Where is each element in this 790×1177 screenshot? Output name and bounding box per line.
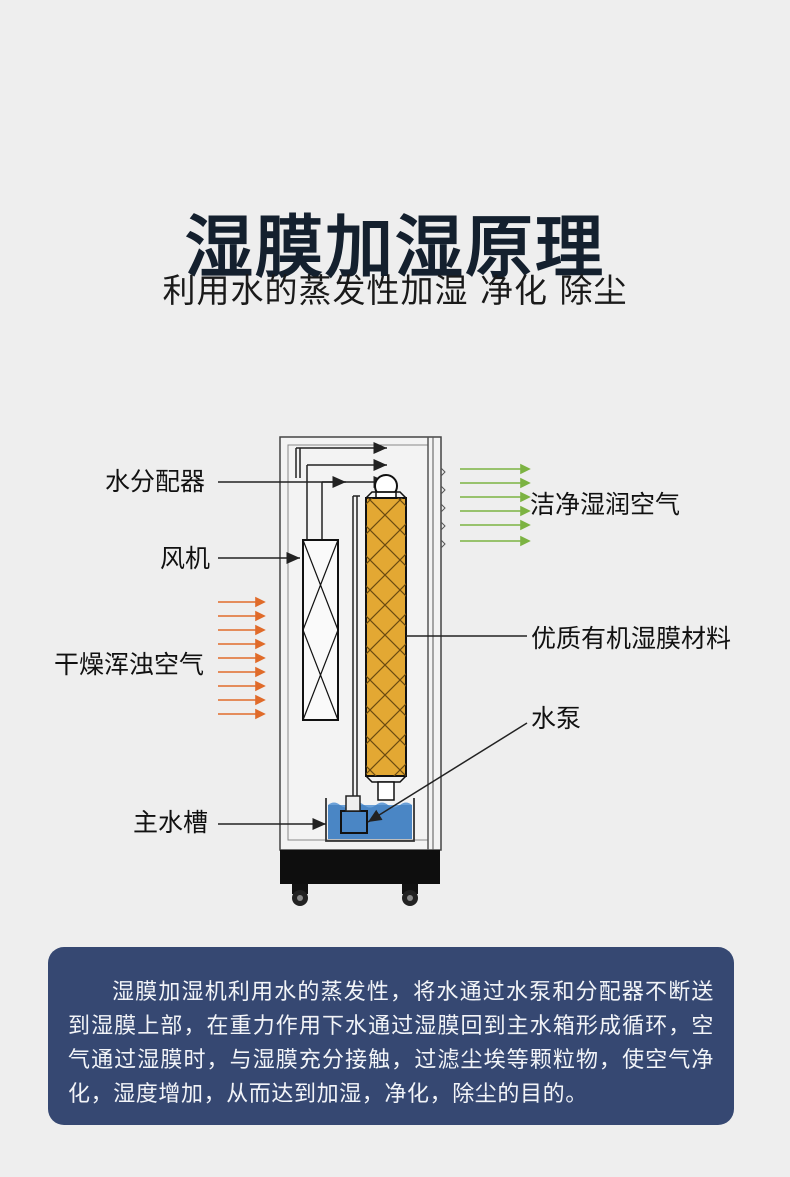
page-subtitle: 利用水的蒸发性加湿 净化 除尘 bbox=[162, 271, 628, 310]
water-pump bbox=[340, 795, 368, 834]
wheel-right bbox=[402, 884, 418, 906]
label-pump: 水泵 bbox=[531, 704, 582, 733]
label-clean-air: 洁净湿润空气 bbox=[530, 490, 681, 519]
label-dirty-air: 干燥浑浊空气 bbox=[54, 650, 205, 679]
page-title: 湿膜加湿原理 bbox=[184, 208, 605, 288]
wheel-left bbox=[292, 884, 308, 906]
supply-pipes bbox=[295, 448, 358, 796]
leader-lines bbox=[218, 476, 528, 830]
outgoing-air-arrows bbox=[460, 463, 531, 547]
description-text: 湿膜加湿机利用水的蒸发性，将水通过水泵和分配器不断送到湿膜上部，在重力作用下水通… bbox=[68, 980, 714, 1107]
label-fan: 风机 bbox=[160, 544, 211, 573]
label-main-tank: 主水槽 bbox=[133, 808, 209, 837]
base bbox=[280, 850, 440, 884]
humidifier-diagram bbox=[218, 436, 531, 906]
water-distributor bbox=[374, 474, 398, 501]
fan bbox=[302, 539, 339, 721]
label-water-distributor: 水分配器 bbox=[105, 467, 206, 496]
outlet-grille bbox=[440, 467, 446, 549]
incoming-air-arrows bbox=[218, 596, 266, 720]
wet-membrane bbox=[365, 491, 407, 801]
description-panel: 湿膜加湿机利用水的蒸发性，将水通过水泵和分配器不断送到湿膜上部，在重力作用下水通… bbox=[48, 947, 734, 1125]
label-membrane: 优质有机湿膜材料 bbox=[531, 624, 732, 653]
